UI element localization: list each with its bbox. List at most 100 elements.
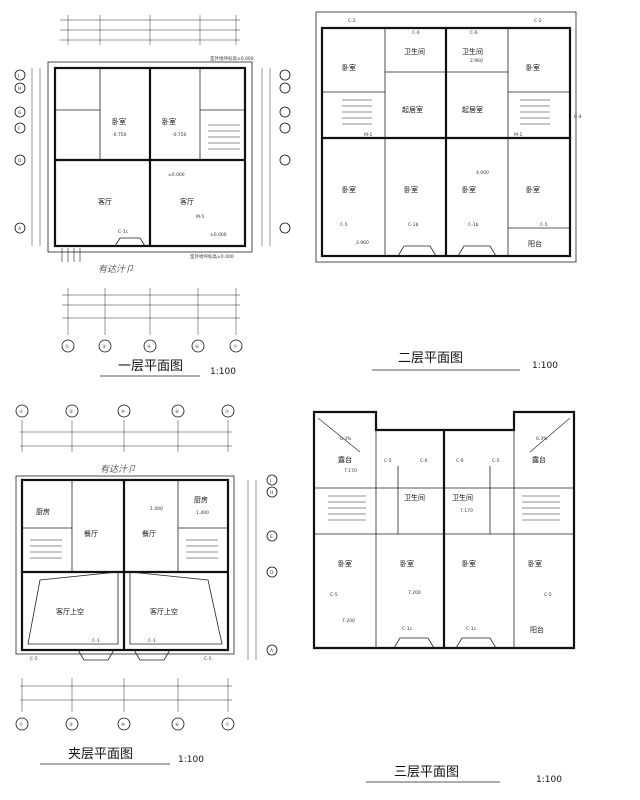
plan-third-floor: 露台 露台 卫生间 卫生间 卧室 卧室 卧室 卧室 阳台 7.170 7.170…: [312, 410, 576, 785]
room-label: 卧室: [112, 117, 126, 126]
note-text: 室外地坪标高±0.000: [210, 55, 254, 62]
window-tag: C-1: [92, 638, 100, 644]
plan-scale: 1:100: [532, 361, 558, 371]
axis-label: ②: [69, 722, 73, 728]
room-label: 卫生间: [404, 47, 425, 56]
level-mark: 2.960: [356, 240, 369, 246]
slope-mark: 0.3%: [536, 436, 548, 442]
plan-title: 二层平面图: [398, 351, 463, 366]
plan-scale: 1:100: [178, 755, 204, 765]
axis-label: J: [17, 73, 19, 79]
room-label: 卫生间: [404, 493, 425, 502]
room-label: 卧室: [462, 185, 476, 194]
axis-label: H: [18, 86, 21, 92]
axis-label: ⑦: [233, 344, 237, 350]
room-label: 厨房: [36, 507, 50, 516]
level-mark: 7.200: [408, 590, 421, 596]
axis-label: A: [270, 648, 274, 654]
room-label: 卫生间: [452, 493, 473, 502]
signature: 有达汁卩: [98, 264, 134, 275]
window-tag: C-2: [348, 18, 356, 24]
room-label: 卧室: [342, 63, 356, 72]
level-mark: 1.400: [150, 506, 163, 512]
window-tag: C-5: [544, 592, 552, 598]
room-label: 卧室: [342, 185, 356, 194]
room-label: 餐厅: [84, 529, 98, 538]
window-tag: C-1: [148, 638, 156, 644]
room-label: 客厅上空: [150, 607, 178, 616]
room-label: 卧室: [400, 559, 414, 568]
axis-label: ⑦: [225, 409, 229, 415]
window-tag: C-2: [534, 18, 542, 24]
room-label: 卧室: [404, 185, 418, 194]
room-label: 客厅: [180, 197, 194, 206]
window-tag: C-4: [574, 114, 582, 120]
axis-label: ⑥: [175, 409, 179, 415]
plan-first-floor: J H G F D A 卧室 卧室 客厅 客厅 -0.750 -0.750 ±0…: [14, 15, 291, 377]
room-label: 阳台: [530, 625, 544, 634]
room-label: 卧室: [162, 117, 176, 126]
room-label: 卧室: [462, 559, 476, 568]
axis-label: ④: [121, 722, 125, 728]
level-mark: ±0.000: [168, 172, 185, 178]
door-tag: M-1: [514, 132, 523, 138]
room-label: 露台: [532, 455, 546, 464]
axis-label: G: [18, 110, 22, 116]
room-label: 露台: [338, 455, 352, 464]
door-tag: M-1: [364, 132, 373, 138]
window-tag: C-6: [412, 30, 420, 36]
room-label: 卫生间: [462, 47, 483, 56]
plan-title: 三层平面图: [394, 765, 459, 780]
level-mark: -0.750: [172, 132, 187, 138]
window-tag: C-5: [30, 656, 38, 662]
axis-label: J: [269, 478, 271, 484]
door-tag: M-5: [196, 214, 205, 220]
room-label: 客厅上空: [56, 607, 84, 616]
plan-scale: 1:100: [536, 775, 562, 785]
window-tag: C-5: [340, 222, 348, 228]
window-tag: C-5: [204, 656, 212, 662]
axis-label: H: [270, 490, 273, 496]
axis-label: ⑦: [225, 722, 229, 728]
window-tag: C-1c: [466, 626, 477, 632]
level-mark: 7.200: [342, 618, 355, 624]
room-label: 客厅: [98, 197, 112, 206]
level-mark: -0.750: [112, 132, 127, 138]
window-tag: C-6: [470, 30, 478, 36]
axis-label: ①: [65, 344, 69, 350]
window-tag: C-1b: [468, 222, 479, 228]
window-tag: C-6: [420, 458, 428, 464]
room-label: 卧室: [338, 559, 352, 568]
room-label: 起居室: [462, 105, 483, 114]
window-tag: C-5: [330, 592, 338, 598]
slope-mark: 0.3%: [340, 436, 352, 442]
level-mark: 2.960: [470, 58, 483, 64]
level-mark: 7.170: [344, 468, 357, 474]
room-label: 餐厅: [142, 529, 156, 538]
signature: 有达汁卩: [100, 464, 136, 475]
window-tag: C-1c: [118, 229, 129, 235]
room-label: 卧室: [528, 559, 542, 568]
room-label: 卧室: [526, 63, 540, 72]
plan-mezzanine: ① ② ④ ⑥ ⑦ 厨房 餐厅 餐厅 厨房 客厅上: [15, 404, 278, 765]
level-mark: ±0.000: [210, 232, 227, 238]
level-mark: 4.000: [476, 170, 489, 176]
room-label: 厨房: [194, 495, 208, 504]
level-mark: 7.170: [460, 508, 473, 514]
room-label: 卧室: [526, 185, 540, 194]
axis-label: D: [18, 158, 22, 164]
axis-label: ④: [121, 409, 125, 415]
axis-label: ①: [19, 722, 23, 728]
axis-label: ④: [147, 344, 151, 350]
plan-second-floor: 卧室 卫生间 卫生间 卧室 起居室 起居室 卧室 卧室 卧室 卧室 阳台 2.9…: [315, 11, 582, 371]
axis-label: D: [270, 570, 274, 576]
axis-label: E: [270, 534, 273, 540]
plan-scale: 1:100: [210, 367, 236, 377]
axis-label: ⑥: [195, 344, 199, 350]
level-mark: 1.400: [196, 510, 209, 516]
axis-label: F: [18, 126, 21, 132]
axis-label: ⑥: [175, 722, 179, 728]
window-tag: C-6: [456, 458, 464, 464]
room-label: 起居室: [402, 105, 423, 114]
